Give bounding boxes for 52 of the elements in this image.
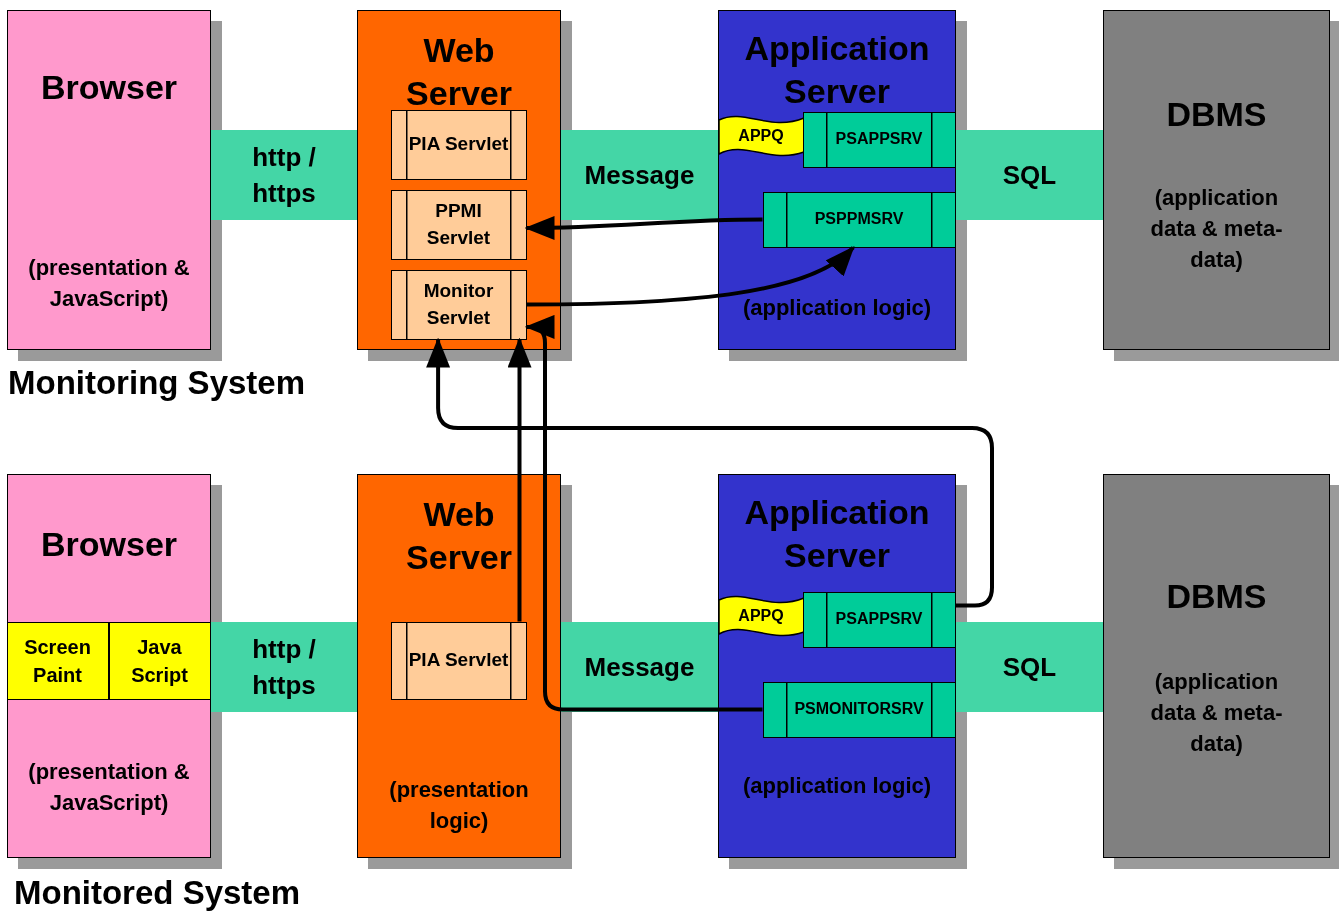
process-box — [762, 191, 956, 248]
box-note: (presentation & JavaScript) — [27, 254, 191, 313]
band-label: SQL — [1001, 158, 1058, 192]
node-label: Monitor Servlet — [422, 278, 495, 330]
box-title: Browser — [39, 524, 179, 565]
box-title: Application Server — [743, 28, 931, 113]
process-box — [802, 111, 956, 168]
band-label: SQL — [1001, 650, 1058, 684]
process-box — [802, 591, 956, 648]
node-label: PSAPPSRV — [835, 609, 923, 630]
connector-band — [561, 622, 718, 712]
node-label: APPQ — [738, 126, 784, 145]
node-label: PSMONITORSRV — [794, 699, 924, 720]
system-caption: Monitored System — [14, 874, 301, 912]
box-note: (application data & meta-data) — [1149, 668, 1284, 758]
system-caption: Monitoring System — [8, 364, 306, 402]
band-label: Message — [583, 158, 696, 192]
box-title: DBMS — [1165, 576, 1268, 617]
band-label: http / https — [251, 140, 317, 210]
node-label: PIA Servlet — [407, 132, 510, 157]
component-box — [6, 621, 109, 700]
box-title: Web Server — [405, 494, 513, 579]
component-box — [108, 621, 211, 700]
box-title: Application Server — [743, 492, 931, 577]
connector-band — [211, 130, 357, 220]
node-label: PPMI Servlet — [425, 198, 492, 250]
servlet-box — [390, 621, 527, 700]
box-title: DBMS — [1165, 94, 1268, 135]
connector-band — [211, 622, 357, 712]
box-note: (presentation logic) — [388, 776, 530, 835]
servlet-box — [390, 189, 527, 260]
servlet-box — [390, 109, 527, 180]
connector-band — [956, 622, 1103, 712]
band-label: Message — [583, 650, 696, 684]
box-title: Browser — [39, 67, 179, 108]
node-label: PSPPMSRV — [814, 209, 904, 230]
box-note: (presentation & JavaScript) — [27, 758, 191, 817]
node-label: PSAPPSRV — [835, 129, 923, 150]
box-note: (application logic) — [741, 294, 933, 322]
process-box — [762, 681, 956, 738]
connector-band — [956, 130, 1103, 220]
node-label: Screen Paint — [23, 634, 92, 688]
box-title: Web Server — [405, 30, 513, 115]
servlet-box — [390, 269, 527, 340]
box-note: (application logic) — [741, 772, 933, 800]
connector-band — [561, 130, 718, 220]
arrow — [526, 246, 855, 307]
node-label: APPQ — [738, 606, 784, 625]
node-label: Java Script — [130, 634, 189, 688]
node-label: PIA Servlet — [407, 648, 510, 673]
box-note: (application data & meta-data) — [1149, 184, 1284, 274]
band-label: http / https — [251, 632, 317, 702]
